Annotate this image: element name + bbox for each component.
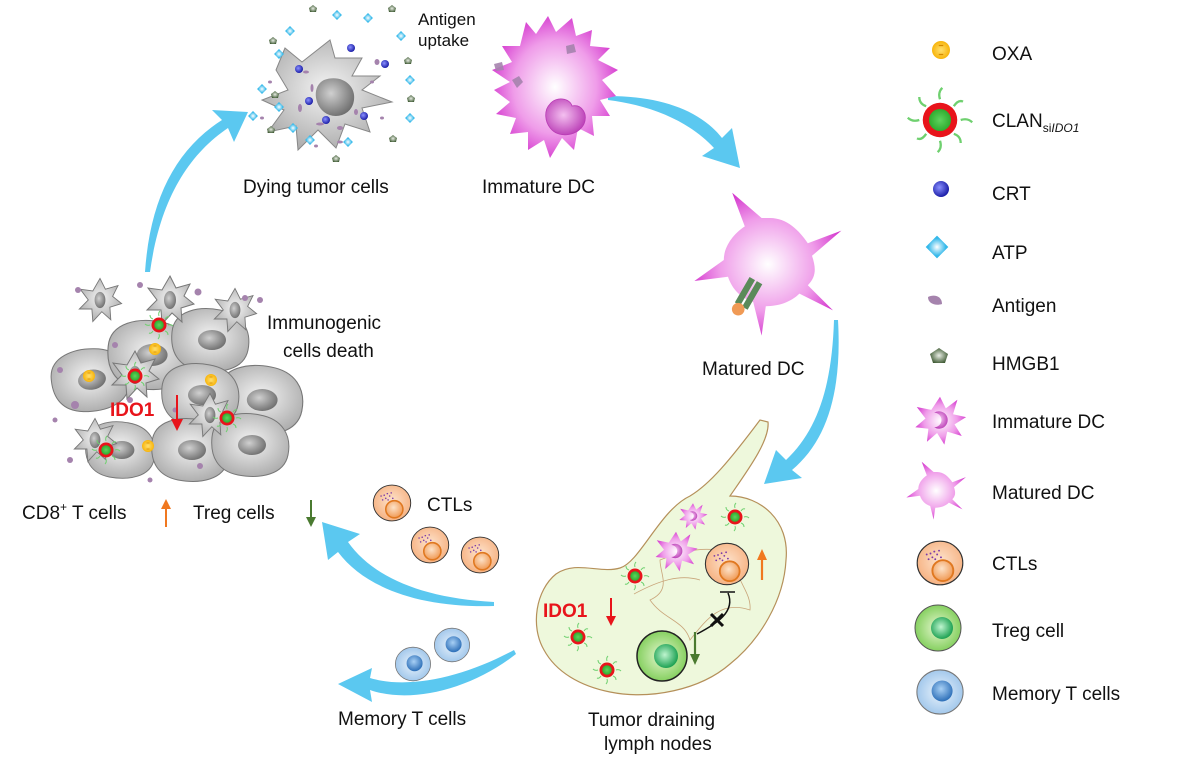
matured-dc-icon xyxy=(906,461,966,520)
hmgb1-particles xyxy=(267,5,415,162)
hmgb1-icon xyxy=(930,348,948,363)
svg-text:Antigen: Antigen xyxy=(992,296,1056,317)
svg-text:CRT: CRT xyxy=(992,184,1031,205)
treg-down-arrow xyxy=(306,500,316,527)
matured-dc-cell xyxy=(694,192,842,336)
immature-dc-icon xyxy=(915,396,967,445)
label-antigen-uptake-1: Antigen xyxy=(418,10,476,29)
legend-item-treg: Treg cell xyxy=(914,604,1064,652)
ctl-icon xyxy=(916,540,964,586)
treg-cell xyxy=(636,630,688,682)
label-icd-2: cells death xyxy=(283,341,374,362)
svg-text:Matured DC: Matured DC xyxy=(992,483,1094,504)
ido1-tumor-label: IDO1 xyxy=(110,400,155,421)
label-matured-dc: Matured DC xyxy=(702,359,804,380)
label-cd8-t-cells: CD8+ T cells xyxy=(22,500,127,524)
label-icd-1: Immunogenic xyxy=(267,313,381,334)
arrow-immature-to-matured xyxy=(608,96,740,168)
legend-item-antigen: Antigen xyxy=(928,295,1056,317)
arrow-matured-to-lymph xyxy=(764,320,839,484)
immature-dc-cell xyxy=(492,16,618,158)
legend: OXA CLANsiIDO1 CRT ATP Antigen HMGB1 Imm… xyxy=(906,40,1120,715)
label-ctls: CTLs xyxy=(427,495,472,516)
arrow-lymph-to-ctl xyxy=(322,522,494,607)
svg-text:OXA: OXA xyxy=(992,44,1032,65)
legend-item-crt: CRT xyxy=(933,181,1031,205)
atp-icon xyxy=(925,235,949,259)
legend-item-immature-dc: Immature DC xyxy=(915,396,1105,445)
icd-tumor-cluster xyxy=(46,275,304,483)
lymph-ctl-up-arrow xyxy=(757,549,767,580)
legend-item-ctls: CTLs xyxy=(916,540,1037,586)
legend-item-atp: ATP xyxy=(925,235,1028,264)
ido1-lymph-label: IDO1 xyxy=(543,601,588,622)
tumor-draining-lymph-node xyxy=(535,419,787,696)
crt-icon xyxy=(933,181,949,197)
svg-text:Treg cell: Treg cell xyxy=(992,621,1064,642)
label-antigen-uptake-2: uptake xyxy=(418,31,469,50)
ido1-lymph-down-arrow xyxy=(606,598,616,626)
oxa-icon xyxy=(931,40,951,60)
lymph-treg-down-arrow xyxy=(690,632,700,665)
label-lymph-nodes-1: Tumor draining xyxy=(588,710,715,731)
svg-text:CTLs: CTLs xyxy=(992,554,1037,575)
label-immature-dc: Immature DC xyxy=(482,177,595,198)
clan-nanoparticle-icon xyxy=(906,86,974,154)
svg-text:Memory T cells: Memory T cells xyxy=(992,684,1120,705)
legend-item-oxa: OXA xyxy=(931,40,1032,65)
label-treg-cells: Treg cells xyxy=(193,503,275,524)
blocked-inhibition-icon xyxy=(696,591,735,635)
svg-text:HMGB1: HMGB1 xyxy=(992,354,1060,375)
dying-tumor-cell xyxy=(248,5,415,162)
cd8-up-arrow xyxy=(161,499,171,527)
memory-t-cell-group xyxy=(394,627,471,682)
svg-text:ATP: ATP xyxy=(992,243,1028,264)
arrow-lymph-to-memory xyxy=(338,650,516,702)
memory-t-cell-icon xyxy=(916,669,964,715)
legend-item-clan: CLANsiIDO1 xyxy=(906,86,1079,154)
cycle-arrows xyxy=(145,96,839,702)
clan-label: CLANsiIDO1 xyxy=(992,111,1079,135)
legend-item-matured-dc: Matured DC xyxy=(906,461,1094,520)
arrow-icd-to-dying xyxy=(145,110,248,272)
label-memory-t-cells: Memory T cells xyxy=(338,709,466,730)
treg-cell-icon xyxy=(914,604,962,652)
label-dying-tumor-cells: Dying tumor cells xyxy=(243,177,389,198)
svg-text:Immature DC: Immature DC xyxy=(992,412,1105,433)
label-lymph-nodes-2: lymph nodes xyxy=(604,734,712,755)
legend-item-hmgb1: HMGB1 xyxy=(930,348,1060,375)
legend-item-memory: Memory T cells xyxy=(916,669,1120,715)
antigen-icon xyxy=(928,295,942,305)
